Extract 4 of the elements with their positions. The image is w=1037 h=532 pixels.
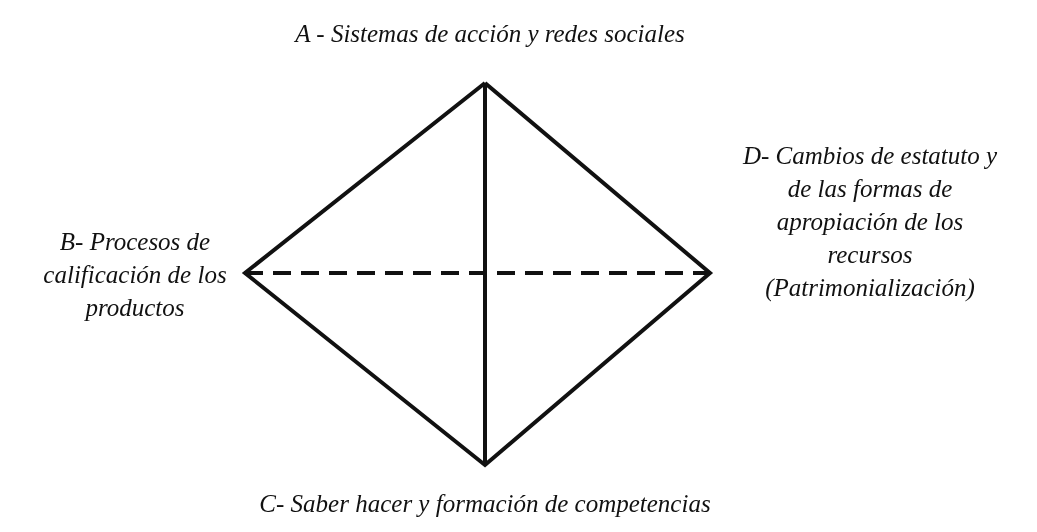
vertex-label: A - Sistemas de acción y redes sociales: [293, 19, 686, 49]
vertex-label: B- Procesos de calificación de los productos: [42, 227, 228, 323]
vertex-label: D- Cambios de estatuto y de las formas de apropiación de los recursos (Patrimonialización): [741, 141, 999, 304]
vertex-label: C- Saber hacer y formación de competencias: [258, 489, 712, 519]
